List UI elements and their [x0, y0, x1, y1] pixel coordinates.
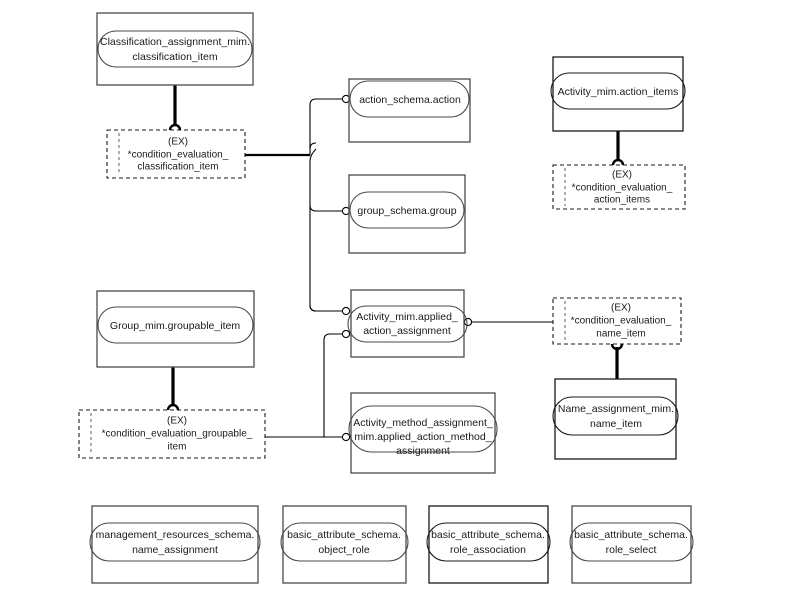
entity-label-line: Group_mim.groupable_item	[110, 320, 240, 332]
entity-activity-mim-applied-action-assignment[interactable]: Activity_mim.applied_ action_assignment	[347, 289, 468, 358]
entity-label-line: Classification_assignment_mim.	[100, 36, 250, 48]
entity-basic-attribute-schema-role-association[interactable]: basic_attribute_schema. role_association	[426, 505, 551, 584]
ex-box-label-line: action_items	[594, 195, 650, 206]
entity-group-mim-groupable-item[interactable]: Group_mim.groupable_item	[96, 290, 255, 368]
ex-box-label-line: (EX)	[167, 416, 187, 427]
entity-label-line: basic_attribute_schema.	[287, 529, 401, 541]
ex-box-condition-evaluation-classification-item[interactable]: (EX) *condition_evaluation_ classificati…	[106, 129, 246, 179]
entity-action-schema-action[interactable]: action_schema.action	[348, 78, 471, 143]
entity-label-line: Name_assignment_mim.	[558, 403, 674, 415]
entity-label-line: basic_attribute_schema.	[431, 529, 545, 541]
entity-label-line: group_schema.group	[357, 205, 456, 217]
entity-label-line: object_role	[318, 544, 370, 556]
entity-label-line: basic_attribute_schema.	[574, 529, 688, 541]
entity-name-assignment-mim-name-item[interactable]: Name_assignment_mim. name_item	[552, 378, 679, 460]
ex-box-condition-evaluation-name-item[interactable]: (EX) *condition_evaluation_ name_item	[552, 297, 682, 345]
entity-group-schema-group[interactable]: group_schema.group	[348, 174, 466, 254]
connection-fanout-trunk	[309, 142, 317, 312]
entity-label-line: action_assignment	[363, 325, 451, 337]
connection-applied-action-assignment-to-ex-name-item	[463, 317, 553, 327]
entity-basic-attribute-schema-role-select[interactable]: basic_attribute_schema. role_select	[569, 505, 694, 584]
ex-box-label-line: (EX)	[168, 137, 188, 148]
ex-box-condition-evaluation-action-items[interactable]: (EX) *condition_evaluation_ action_items	[552, 164, 686, 210]
connection-fanout-to-action-schema-action	[309, 94, 351, 149]
entity-label-line: role_association	[450, 544, 526, 556]
connection-fanout-to-group-schema-group	[309, 204, 351, 216]
ex-box-condition-evaluation-groupable-item[interactable]: (EX) *condition_evaluation_groupable_ it…	[78, 409, 266, 459]
entity-label-line: action_schema.action	[359, 94, 461, 106]
ex-box-label-line: *condition_evaluation_	[571, 316, 672, 327]
connection-groupable-item-to-ex	[166, 367, 180, 417]
entity-label-line: classification_item	[132, 51, 217, 63]
entity-label-line: Activity_method_assignment_	[353, 417, 493, 429]
ex-box-label-line: *condition_evaluation_	[128, 150, 229, 161]
entity-basic-attribute-schema-object-role[interactable]: basic_attribute_schema. object_role	[280, 505, 409, 584]
entity-label-line: name_item	[590, 418, 642, 430]
entity-activity-method-assignment-mim[interactable]: Activity_method_assignment_ mim.applied_…	[348, 392, 498, 474]
entity-label-line: role_select	[606, 544, 657, 556]
ex-box-label-line: item	[168, 442, 187, 453]
connection-ex-name-item-to-name-assignment	[610, 337, 624, 379]
ex-box-label-line: classification_item	[137, 162, 218, 173]
entity-classification-assignment-mim[interactable]: Classification_assignment_mim. classific…	[96, 12, 254, 86]
ex-box-label-line: name_item	[596, 329, 645, 340]
entity-label-line: mim.applied_action_method_	[354, 431, 491, 443]
connection-ex-groupable-to-method-assignment	[265, 432, 351, 442]
entity-label-line: management_resources_schema.	[96, 529, 255, 541]
connection-activity-action-items-to-ex	[611, 131, 625, 172]
connection-classification-to-ex	[168, 85, 182, 137]
entity-label-line: assignment	[396, 445, 450, 457]
entity-label-line: Activity_mim.action_items	[558, 86, 679, 98]
ex-box-label-line: *condition_evaluation_groupable_	[102, 429, 253, 440]
entity-label-line: Activity_mim.applied_	[356, 311, 458, 323]
entity-label-line: name_assignment	[132, 544, 218, 556]
entity-activity-mim-action-items[interactable]: Activity_mim.action_items	[550, 56, 686, 132]
entity-management-resources-schema-name-assignment[interactable]: management_resources_schema. name_assign…	[89, 505, 261, 584]
ex-box-label-line: *condition_evaluation_	[572, 183, 673, 194]
ex-box-label-line: (EX)	[612, 170, 632, 181]
connection-method-branch-to-applied-action-assignment	[323, 329, 351, 437]
ex-box-label-line: (EX)	[611, 303, 631, 314]
connection-fanout-to-applied-action-assignment	[309, 304, 351, 316]
